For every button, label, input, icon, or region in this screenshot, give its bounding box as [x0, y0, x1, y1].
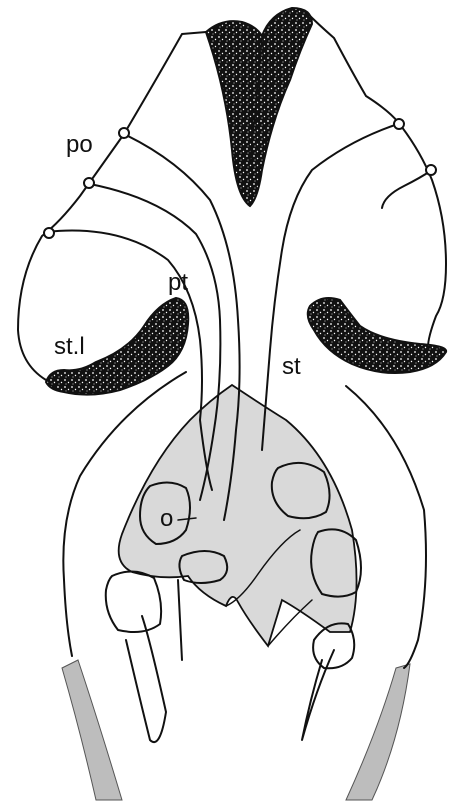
label-pt: pt	[168, 269, 188, 296]
pore-1	[119, 128, 129, 138]
pore-2	[84, 178, 94, 188]
cell-left-lower	[106, 571, 161, 632]
pore-3	[44, 228, 54, 238]
right-stipple-body	[308, 298, 446, 373]
right-lateral-wall	[346, 386, 426, 668]
left-side-band	[62, 660, 122, 800]
right-canal-outer	[262, 124, 398, 450]
central-stipple-mass	[206, 8, 312, 206]
label-po: po	[66, 131, 93, 158]
pore-5	[426, 165, 436, 175]
label-stl: st.l	[54, 333, 85, 360]
right-inner-wall	[382, 170, 432, 208]
center-lower-stalk	[178, 580, 182, 660]
label-o: o	[160, 505, 173, 532]
left-lower-stalk	[126, 616, 166, 742]
pore-4	[394, 119, 404, 129]
label-st: st	[282, 353, 301, 380]
right-side-band	[346, 664, 410, 800]
